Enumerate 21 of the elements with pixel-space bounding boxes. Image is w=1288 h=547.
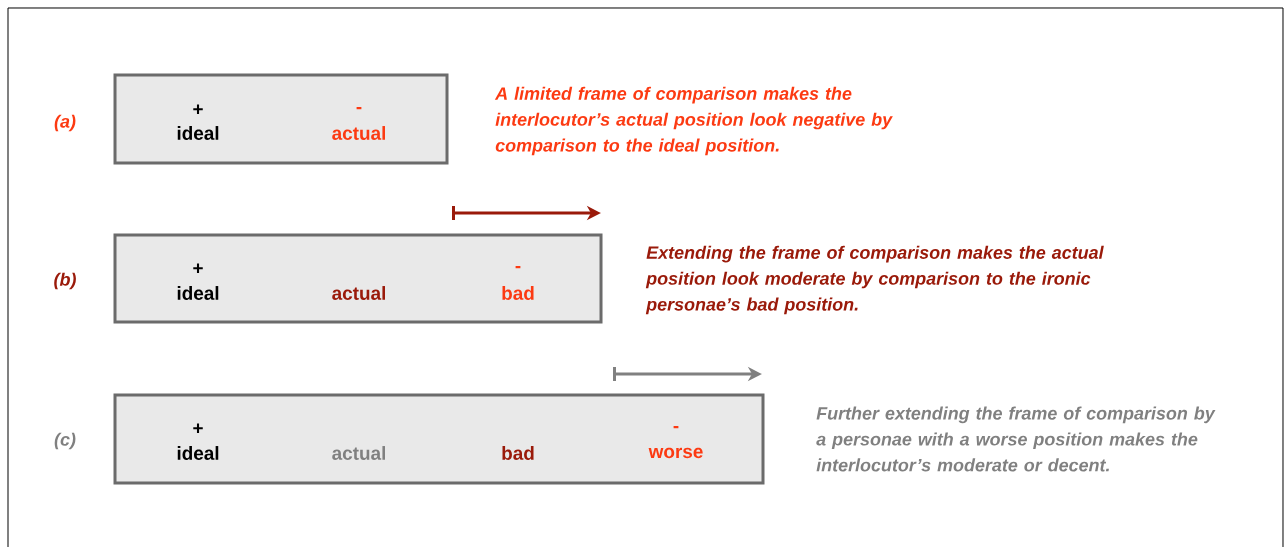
row-label: (c)	[54, 432, 76, 450]
row-label: (b)	[54, 272, 76, 290]
description-text: Further extending the frame of comparison by a personae with a worse position makes the interlocutor’s moderate or decent.	[816, 406, 1216, 472]
sign-symbol: -	[356, 107, 362, 110]
scale-label: bad	[502, 286, 534, 300]
scale-label: actual	[332, 126, 385, 140]
sign-symbol: -	[673, 426, 679, 429]
description-text: A limited frame of comparison makes the interlocutor’s actual position look negative by comparison to the ideal position.	[494, 86, 893, 156]
scale-label: ideal	[177, 446, 219, 460]
description-text: Extending the frame of comparison makes the actual position look moderate by comparison to the ironic personae’s bad position.	[645, 245, 1104, 315]
scale-label: actual	[332, 286, 385, 300]
scale-label: worse	[648, 447, 703, 459]
sign-symbol: +	[193, 104, 203, 115]
scale-label: actual	[332, 446, 385, 460]
scale-label: ideal	[177, 286, 219, 300]
scale-label: ideal	[177, 126, 219, 140]
row-label: (a)	[54, 114, 76, 132]
sign-symbol: -	[515, 266, 521, 269]
sign-symbol: +	[193, 263, 203, 274]
scale-label: bad	[502, 446, 534, 460]
sign-symbol: +	[193, 423, 203, 434]
